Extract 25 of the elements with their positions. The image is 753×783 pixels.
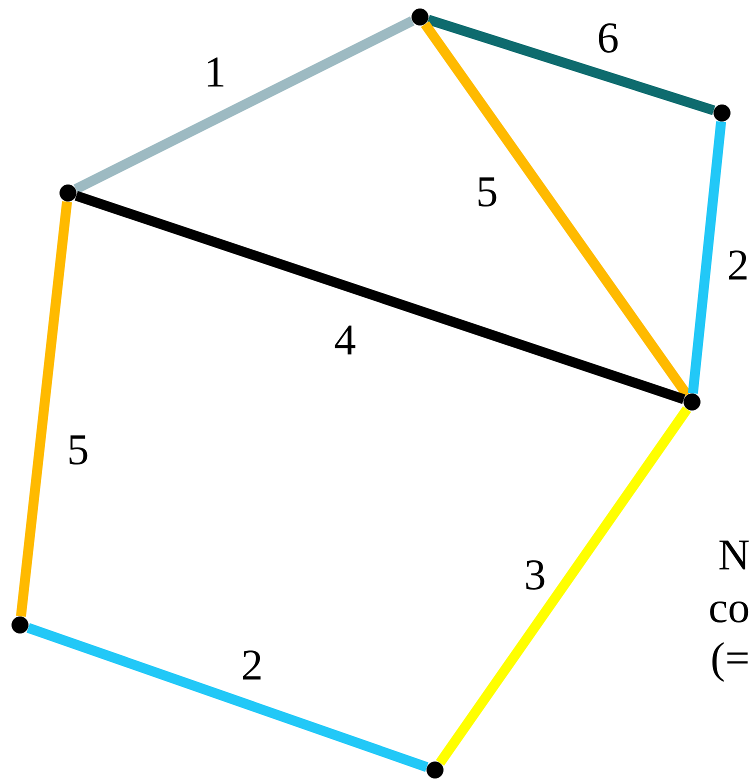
- vertex-dot: [12, 616, 28, 634]
- edge-line: [26, 623, 428, 772]
- edge-label: 5: [475, 176, 499, 208]
- edge-label: 2: [726, 249, 750, 280]
- edge-label: 1: [203, 56, 227, 88]
- edge-line: [74, 16, 414, 194]
- edge-label: 3: [523, 559, 547, 591]
- vertex-dot: [60, 184, 76, 202]
- vertex-dot: [714, 104, 730, 122]
- edge-line: [436, 406, 692, 766]
- note-text: N: [719, 540, 749, 570]
- vertex-dot: [684, 394, 700, 410]
- note-text: (=: [712, 642, 748, 682]
- edge-line: [420, 21, 692, 398]
- edge-label: 5: [66, 434, 90, 466]
- vertex-dot: [412, 8, 428, 26]
- edge-label: 4: [333, 324, 357, 356]
- edge-line: [74, 191, 686, 404]
- edge-label: 6: [596, 22, 620, 54]
- vertex-dot: [426, 762, 444, 778]
- note-text: co: [710, 601, 748, 623]
- edge-line: [688, 121, 726, 394]
- edge-line: [426, 14, 716, 116]
- edge-line: [16, 201, 72, 617]
- edge-label: 2: [240, 650, 264, 680]
